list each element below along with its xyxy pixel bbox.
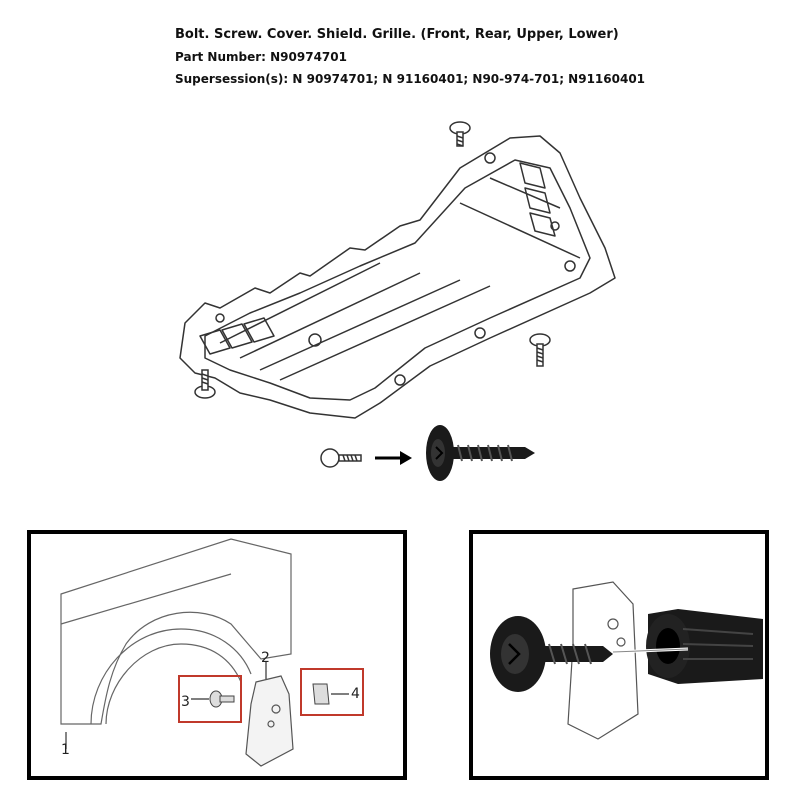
highlight-box-3 bbox=[178, 675, 242, 723]
screw-line-art-top bbox=[449, 121, 471, 147]
mount-hole bbox=[394, 374, 406, 386]
fender-mudflap-diagram: 1 2 3 4 bbox=[27, 530, 407, 780]
product-title: Bolt. Screw. Cover. Shield. Grille. (Fro… bbox=[175, 27, 619, 42]
exploded-view-svg bbox=[490, 581, 763, 740]
fender-arch bbox=[90, 628, 252, 725]
exploded-view-photo bbox=[469, 530, 769, 780]
grille-left bbox=[199, 317, 275, 355]
callout-1: 1 bbox=[61, 742, 70, 758]
fender-svg bbox=[60, 538, 364, 767]
mount-hole bbox=[484, 152, 496, 164]
screw-photo-top bbox=[426, 425, 535, 481]
arrow-right-icon bbox=[375, 451, 412, 465]
screw-line-art-right bbox=[529, 333, 551, 367]
supersession-value: N 90974701; N 91160401; N90-974-701; N91… bbox=[292, 72, 646, 86]
callout-3: 3 bbox=[181, 694, 190, 710]
shield-inner-edge bbox=[204, 159, 591, 401]
mount-hole bbox=[215, 313, 225, 323]
mount-hole bbox=[564, 260, 576, 272]
part-number-line: Part Number: N90974701 bbox=[175, 46, 775, 68]
screw-line-art-group bbox=[194, 121, 551, 468]
shield-rib-4 bbox=[279, 285, 491, 381]
screw-line-art-left bbox=[194, 369, 216, 399]
product-header: Bolt. Screw. Cover. Shield. Grille. (Fro… bbox=[175, 24, 775, 90]
part-number-label: Part Number: bbox=[175, 50, 266, 64]
callout-4: 4 bbox=[351, 686, 360, 702]
mount-hole bbox=[308, 333, 322, 347]
shield-outline bbox=[179, 135, 616, 419]
fender-line bbox=[60, 573, 232, 625]
fender-outline bbox=[60, 538, 292, 725]
underbody-shield-diagram bbox=[160, 108, 640, 498]
screw-photo bbox=[490, 616, 613, 692]
grille-right bbox=[519, 162, 556, 237]
shield-rib-3 bbox=[259, 279, 461, 371]
nut-clip-photo bbox=[646, 609, 763, 684]
clip-icon-4 bbox=[312, 683, 349, 705]
callout-2: 2 bbox=[261, 650, 270, 666]
mud-flap bbox=[245, 675, 294, 767]
underbody-shield-svg bbox=[179, 121, 616, 481]
shield-rib-6 bbox=[489, 177, 561, 209]
mount-hole bbox=[550, 221, 560, 231]
supersession-line: Supersession(s): N 90974701; N 91160401;… bbox=[175, 68, 775, 90]
screw-line-art-bottom bbox=[320, 448, 362, 468]
screw-icon-3 bbox=[191, 690, 235, 708]
shield-rib-2 bbox=[239, 272, 421, 359]
alignment-line-outline bbox=[612, 648, 689, 653]
part-number-value: N90974701 bbox=[270, 50, 347, 64]
shield-rib-5 bbox=[459, 202, 581, 259]
supersession-label: Supersession(s): bbox=[175, 72, 289, 86]
mount-hole bbox=[474, 327, 486, 339]
highlight-box-4 bbox=[300, 668, 364, 716]
fender-arch-inner bbox=[105, 643, 242, 725]
